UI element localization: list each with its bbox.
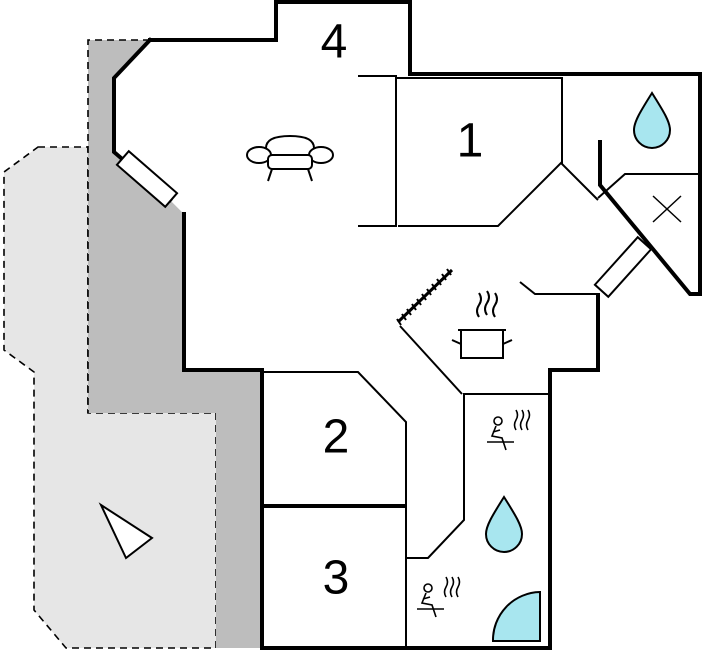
sauna-icon <box>487 409 531 451</box>
room-label-4: 4 <box>321 16 348 69</box>
shower-icon <box>491 590 541 642</box>
compass-arrow-icon <box>98 502 154 560</box>
toilet-icon <box>652 195 682 223</box>
garden-area <box>3 146 217 649</box>
interior-walls <box>262 75 700 648</box>
stairs-icon <box>396 268 454 326</box>
room-label-2: 2 <box>323 411 350 464</box>
terrace-area <box>88 40 262 648</box>
window-icon <box>593 235 653 299</box>
terrace-outline <box>87 39 150 413</box>
window-icon <box>115 149 179 209</box>
cooking-pot-icon <box>451 290 513 359</box>
water-drop-icon <box>484 495 524 553</box>
room-label-1: 1 <box>457 115 484 168</box>
sofa-icon <box>246 134 334 182</box>
room-label-3: 3 <box>323 552 350 605</box>
sauna-icon <box>417 576 461 618</box>
water-drop-icon <box>632 91 672 149</box>
